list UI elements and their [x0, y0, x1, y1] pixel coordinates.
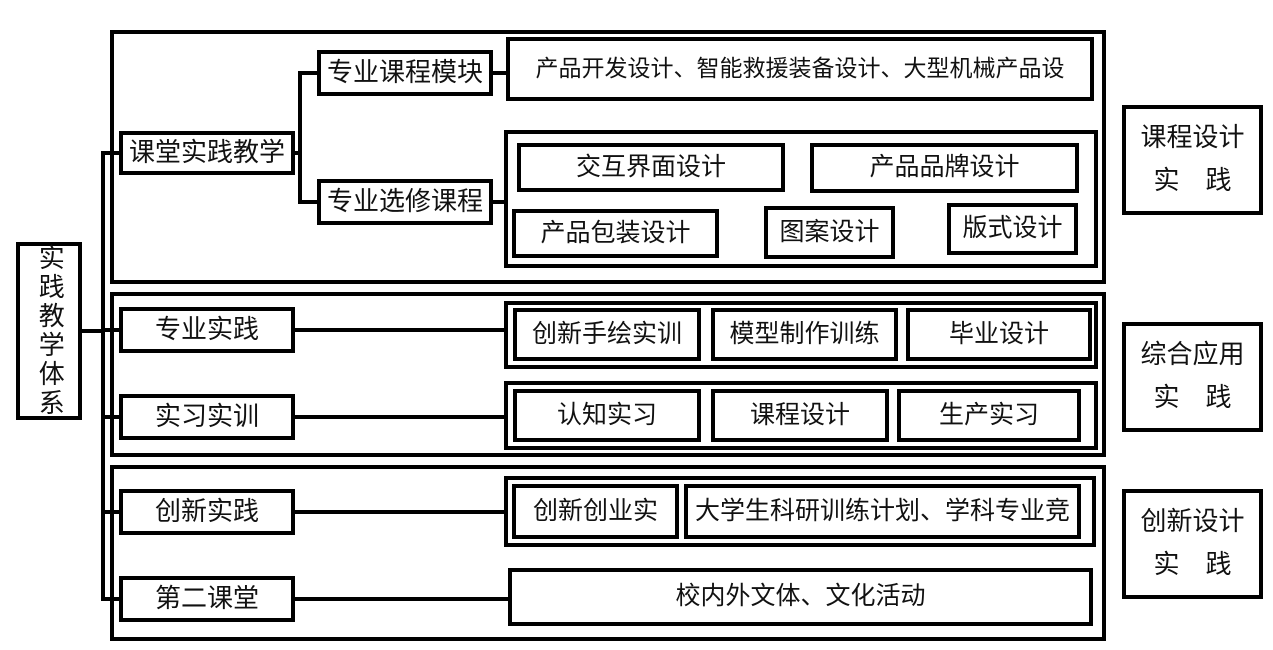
- node-professional-practice: 专业实践: [119, 307, 295, 353]
- content-course-module-list: 产品开发设计、智能救援装备设计、大型机械产品设: [506, 37, 1094, 101]
- connector-second-classroom-content: [295, 597, 508, 601]
- connector-classroom-branch-vertical: [298, 71, 302, 204]
- content-elective-course: 版式设计: [947, 203, 1078, 255]
- side-label-line: 实 践: [1153, 166, 1232, 195]
- connector-root-to-trunk: [82, 329, 103, 333]
- side-label-comprehensive-application-practice: 综合应用 实 践: [1122, 322, 1263, 432]
- innovation-group-frame: [110, 465, 1106, 641]
- connector-trunk-professional: [101, 328, 120, 332]
- side-label-line: 综合应用: [1140, 340, 1245, 370]
- content-professional-item: 创新手绘实训: [513, 308, 701, 361]
- content-innovation-item: 创新创业实: [512, 484, 679, 539]
- content-internship-item: 认知实习: [513, 389, 701, 442]
- connector-professional-items: [295, 328, 504, 332]
- side-label-line: 创新设计: [1140, 507, 1245, 537]
- elective-courses-frame: [504, 130, 1098, 268]
- connector-trunk-innovation: [101, 510, 120, 514]
- connector-trunk-internship: [101, 415, 120, 419]
- connector-internship-items: [295, 415, 504, 419]
- content-elective-course: 图案设计: [764, 206, 895, 259]
- content-elective-course: 产品包装设计: [512, 209, 719, 258]
- connector-trunk-classroom: [101, 151, 120, 155]
- root-node: 实践教学体系: [16, 242, 82, 420]
- classroom-group-frame: [110, 30, 1106, 284]
- connector-trunk: [101, 151, 105, 601]
- side-label-line: 实 践: [1153, 383, 1232, 412]
- side-label-course-design-practice: 课程设计 实 践: [1122, 105, 1263, 215]
- connector-trunk-second-classroom: [101, 597, 120, 601]
- connector-innovation-items: [295, 510, 504, 514]
- node-professional-course-module: 专业课程模块: [317, 50, 493, 96]
- node-classroom-practice-teaching: 课堂实践教学: [119, 131, 295, 175]
- node-professional-elective-courses: 专业选修课程: [317, 179, 493, 225]
- connector-elective-content: [493, 200, 504, 204]
- content-professional-item: 模型制作训练: [711, 308, 898, 361]
- side-label-innovation-design-practice: 创新设计 实 践: [1122, 489, 1263, 599]
- connector-module-content: [493, 71, 506, 75]
- content-internship-item: 课程设计: [711, 389, 889, 442]
- innovation-items-frame: [504, 476, 1096, 547]
- node-internship-training: 实习实训: [119, 394, 295, 440]
- node-innovation-practice: 创新实践: [119, 489, 295, 535]
- application-group-frame: [110, 292, 1106, 457]
- internship-items-frame: [504, 381, 1098, 450]
- content-second-classroom: 校内外文体、文化活动: [508, 568, 1093, 626]
- content-innovation-item: 大学生科研训练计划、学科专业竞: [684, 484, 1081, 539]
- connector-branch-module: [298, 71, 317, 75]
- content-professional-item: 毕业设计: [906, 308, 1092, 361]
- side-label-line: 实 践: [1153, 550, 1232, 579]
- content-elective-course: 产品品牌设计: [810, 143, 1079, 193]
- side-label-line: 课程设计: [1140, 123, 1245, 153]
- node-second-classroom: 第二课堂: [119, 576, 295, 622]
- connector-branch-elective: [298, 200, 317, 204]
- content-internship-item: 生产实习: [897, 389, 1081, 442]
- content-elective-course: 交互界面设计: [517, 143, 785, 192]
- professional-items-frame: [504, 301, 1098, 369]
